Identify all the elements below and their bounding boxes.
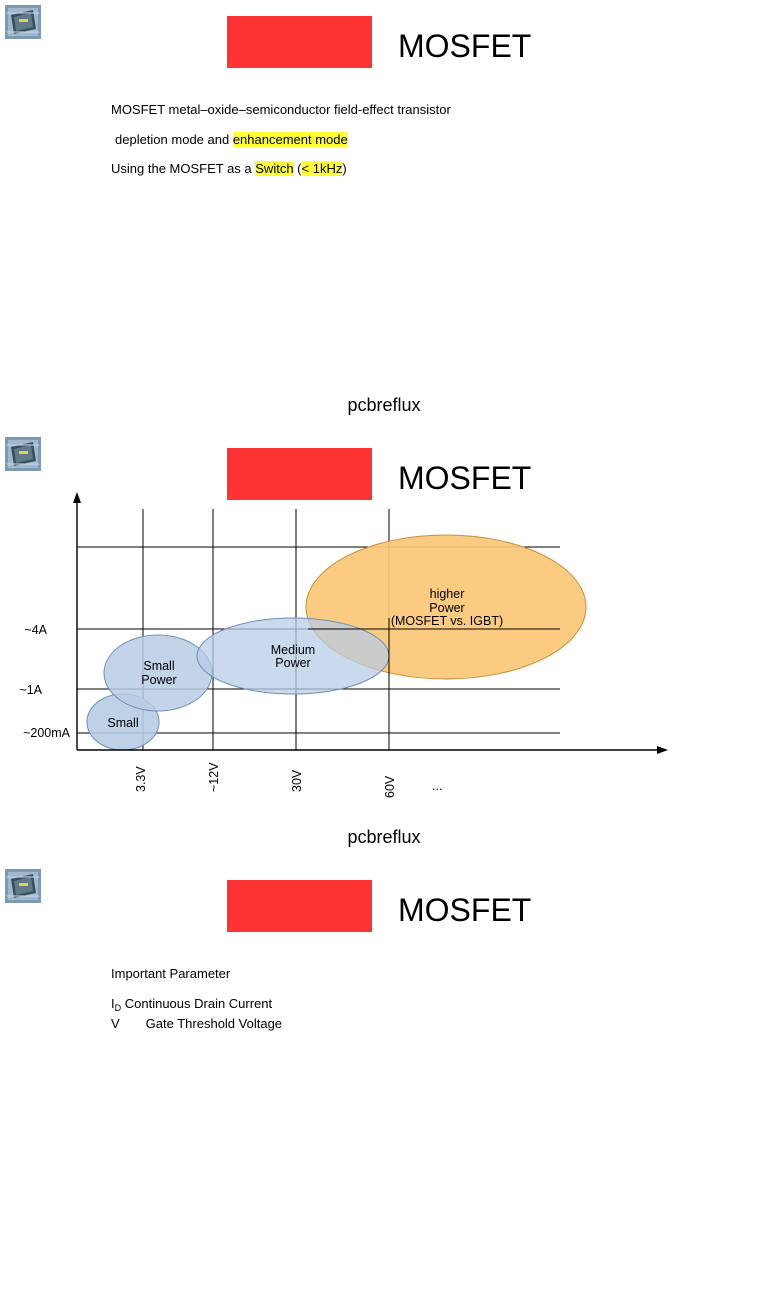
parameter-drain-current: ID Continuous Drain Current xyxy=(111,996,273,1013)
chart-axes xyxy=(73,492,668,754)
x-tick-label: ... xyxy=(432,779,442,793)
switch-line: Using the MOSFET as a Switch (< 1kHz) xyxy=(111,161,347,176)
y-tick-label: ~4A xyxy=(24,623,47,637)
highlight-switch: Switch xyxy=(255,161,294,176)
chart-regions xyxy=(86,534,587,751)
slide-1: MOSFET MOSFET metal–oxide–semiconductor … xyxy=(0,0,768,432)
parameters-heading: Important Parameter xyxy=(111,966,231,981)
highlight-frequency: < 1kHz xyxy=(301,161,343,176)
slide-2: MOSFET Small Small xyxy=(0,432,768,864)
title-accent-block xyxy=(227,880,372,932)
region-label-higher-power-3: (MOSFET vs. IGBT) xyxy=(391,614,503,628)
x-tick-label: 30V xyxy=(290,769,304,792)
slide-footer: pcbreflux xyxy=(347,827,421,847)
y-tick-label: ~200mA xyxy=(23,726,71,740)
title-accent-block xyxy=(227,448,372,500)
y-tick-label: ~1A xyxy=(19,683,42,697)
slide-footer: pcbreflux xyxy=(347,395,421,415)
slide-title: MOSFET xyxy=(398,460,532,496)
pcb-logo-icon xyxy=(5,869,41,903)
pcb-logo-icon xyxy=(5,437,41,471)
modes-line: depletion mode and enhancement mode xyxy=(115,132,348,147)
slide-title: MOSFET xyxy=(398,892,532,928)
slide-title: MOSFET xyxy=(398,28,532,64)
region-label-small-1: Small xyxy=(107,716,138,730)
power-range-chart: Small Small Power Medium Power higher Po… xyxy=(19,492,668,798)
x-tick-label: 3.3V xyxy=(134,766,148,792)
region-label-medium-power-2: Power xyxy=(275,656,310,670)
title-accent-block xyxy=(227,16,372,68)
region-label-higher-power-2: Power xyxy=(429,601,464,615)
highlight-enhancement-mode: enhancement mode xyxy=(232,132,348,147)
region-label-higher-power-1: higher xyxy=(430,587,465,601)
slide-3: MOSFET Important Parameter ID Continuous… xyxy=(0,864,768,1296)
region-label-small-power-1: Small xyxy=(143,659,174,673)
region-label-small-power-2: Power xyxy=(141,673,176,687)
pcb-logo-icon xyxy=(5,5,41,39)
x-tick-label: 60V xyxy=(383,775,397,798)
region-label-medium-power-1: Medium xyxy=(271,643,315,657)
x-tick-label: ~12V xyxy=(207,762,221,792)
definition-line: MOSFET metal–oxide–semiconductor field-e… xyxy=(111,102,451,117)
